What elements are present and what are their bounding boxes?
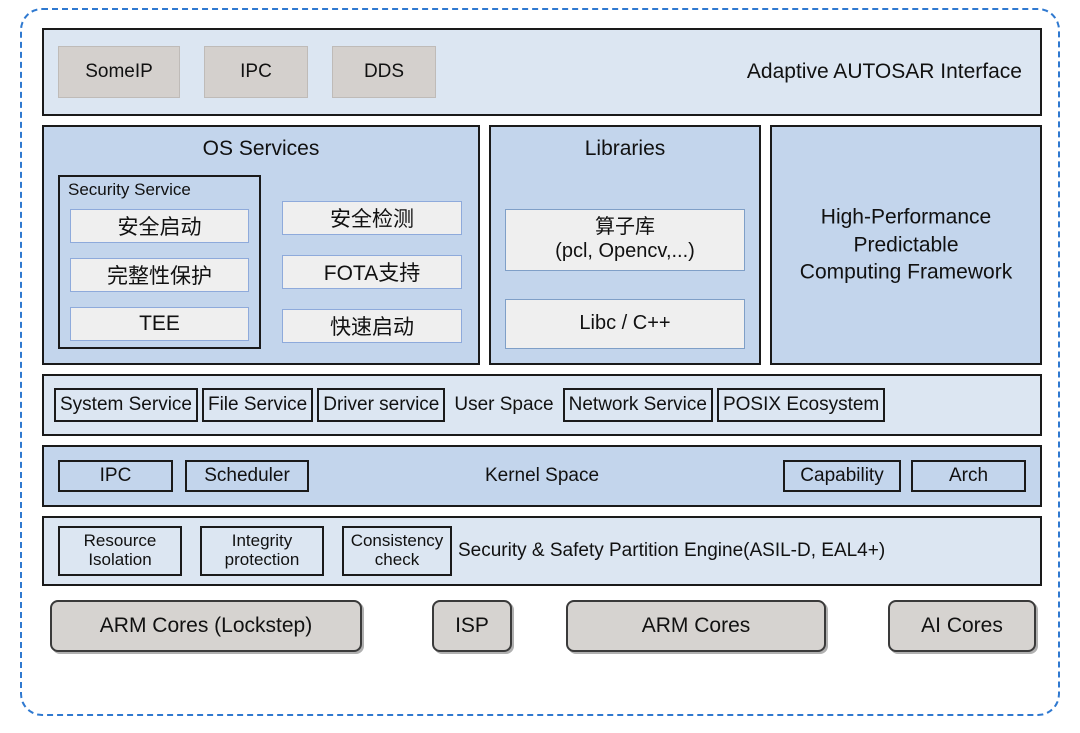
security-service-item-integrity-protection[interactable]: 完整性保护 [70, 258, 249, 292]
kernel-space-item-scheduler-label: Scheduler [204, 465, 290, 486]
user-space-item-file-service[interactable]: File Service [201, 388, 314, 422]
os-services-item-fast-boot[interactable]: 快速启动 [282, 309, 462, 343]
hardware-row: ARM Cores (Lockstep) ISP ARM Cores AI Co… [42, 597, 1042, 655]
hpc-framework-text: High-Performance Predictable Computing F… [772, 203, 1040, 286]
safety-item-resource-isolation[interactable]: Resource Isolation [58, 526, 182, 576]
security-service-item-secure-boot-label: 安全启动 [117, 216, 202, 239]
kernel-space-item-capability[interactable]: Capability [783, 460, 901, 492]
security-safety-partition-engine-band: Resource Isolation Integrity protection … [42, 516, 1042, 586]
safety-item-consistency-check-line2: check [374, 550, 420, 569]
kernel-space-item-capability-label: Capability [800, 465, 884, 486]
kernel-space-item-ipc[interactable]: IPC [58, 460, 173, 492]
libraries-heading: Libraries [584, 137, 666, 160]
os-services-item-fota-support-label: FOTA支持 [323, 262, 421, 285]
user-space-item-network-service-label: Network Service [568, 394, 707, 415]
safety-item-integrity-protection[interactable]: Integrity protection [200, 526, 324, 576]
os-services-item-fota-support[interactable]: FOTA支持 [282, 255, 462, 289]
user-space-item-network-service[interactable]: Network Service [562, 388, 713, 422]
safety-item-consistency-check-line1: Consistency [350, 531, 444, 551]
user-space-item-system-service-label: System Service [60, 394, 192, 415]
services-row: OS Services Security Service 安全启动 完整性保护 … [42, 125, 1042, 365]
user-space-item-file-service-label: File Service [207, 394, 308, 415]
user-space-item-driver-service-label: Driver service [323, 394, 440, 415]
security-service-title: Security Service [68, 180, 191, 199]
os-services-heading: OS Services [202, 137, 320, 160]
user-space-item-system-service[interactable]: System Service [54, 388, 198, 422]
user-space-item-posix-ecosystem[interactable]: POSIX Ecosystem [716, 388, 886, 422]
kernel-space-item-arch[interactable]: Arch [911, 460, 1026, 492]
os-services-item-security-detection[interactable]: 安全检测 [282, 201, 462, 235]
user-space-band: System Service File Service Driver servi… [42, 374, 1042, 436]
high-performance-computing-framework-block: High-Performance Predictable Computing F… [770, 125, 1042, 365]
kernel-space-item-scheduler[interactable]: Scheduler [185, 460, 309, 492]
hardware-item-isp-label: ISP [455, 614, 489, 637]
safety-item-integrity-protection-line1: Integrity [231, 531, 293, 551]
hardware-item-ai-cores-label: AI Cores [921, 614, 1003, 637]
libraries-item-operator-library[interactable]: 算子库 (pcl, Opencv,...) [505, 209, 745, 271]
libraries-item-operator-library-line2: (pcl, Opencv,...) [555, 240, 695, 262]
security-service-item-integrity-protection-label: 完整性保护 [107, 265, 212, 288]
kernel-space-band: IPC Scheduler Kernel Space Capability Ar… [42, 445, 1042, 507]
protocol-chip-ipc[interactable]: IPC [204, 46, 308, 98]
kernel-space-item-arch-label: Arch [948, 465, 989, 486]
hardware-item-arm-cores[interactable]: ARM Cores [566, 600, 826, 652]
os-services-block: OS Services Security Service 安全启动 完整性保护 … [42, 125, 480, 365]
safety-item-resource-isolation-line1: Resource [83, 531, 157, 551]
hardware-item-ai-cores[interactable]: AI Cores [888, 600, 1036, 652]
user-space-label: User Space [454, 394, 554, 415]
user-space-item-driver-service[interactable]: Driver service [317, 388, 446, 422]
security-service-item-list: 安全启动 完整性保护 TEE [70, 209, 249, 341]
safety-item-consistency-check[interactable]: Consistency check [342, 526, 452, 576]
user-space-item-posix-ecosystem-label: POSIX Ecosystem [722, 394, 880, 415]
hardware-item-arm-cores-label: ARM Cores [641, 614, 751, 637]
os-services-right-item-list: 安全检测 FOTA支持 快速启动 [282, 201, 462, 343]
libraries-item-libc-cpp[interactable]: Libc / C++ [505, 299, 745, 349]
adaptive-autosar-interface-title: Adaptive AUTOSAR Interface [746, 60, 1022, 83]
kernel-space-right-group: Capability Arch [783, 460, 1026, 492]
protocol-chip-ipc-label: IPC [240, 61, 272, 82]
protocol-chip-dds[interactable]: DDS [332, 46, 436, 98]
architecture-diagram-outer-boundary: SomeIP IPC DDS Adaptive AUTOSAR Interfac… [20, 8, 1060, 716]
hardware-item-arm-cores-lockstep[interactable]: ARM Cores (Lockstep) [50, 600, 362, 652]
safety-item-integrity-protection-line2: protection [224, 550, 300, 569]
security-service-group: Security Service 安全启动 完整性保护 TEE [58, 175, 261, 349]
libraries-item-list: 算子库 (pcl, Opencv,...) Libc / C++ [505, 209, 745, 349]
security-service-item-secure-boot[interactable]: 安全启动 [70, 209, 249, 243]
libraries-item-libc-cpp-label: Libc / C++ [579, 312, 671, 335]
protocol-chip-someip-label: SomeIP [85, 61, 153, 82]
os-services-item-fast-boot-label: 快速启动 [330, 316, 414, 339]
hardware-item-isp[interactable]: ISP [432, 600, 512, 652]
protocol-chip-dds-label: DDS [363, 61, 405, 82]
safety-item-resource-isolation-line2: Isolation [88, 550, 152, 569]
security-service-item-tee-label: TEE [139, 312, 180, 335]
security-safety-partition-engine-label: Security & Safety Partition Engine(ASIL-… [458, 540, 886, 561]
architecture-stack: SomeIP IPC DDS Adaptive AUTOSAR Interfac… [42, 28, 1042, 655]
hpc-framework-line3: Computing Framework [799, 260, 1013, 284]
hpc-framework-line2: Predictable [853, 233, 959, 257]
kernel-space-item-ipc-label: IPC [99, 465, 132, 486]
libraries-item-operator-library-line1: 算子库 [595, 216, 655, 239]
os-services-item-security-detection-label: 安全检测 [330, 208, 414, 231]
libraries-block: Libraries 算子库 (pcl, Opencv,...) Libc / C… [489, 125, 761, 365]
hardware-item-arm-cores-lockstep-label: ARM Cores (Lockstep) [99, 614, 313, 637]
protocol-chip-someip[interactable]: SomeIP [58, 46, 180, 98]
adaptive-autosar-interface-band: SomeIP IPC DDS Adaptive AUTOSAR Interfac… [42, 28, 1042, 116]
hpc-framework-line1: High-Performance [820, 205, 992, 229]
security-service-item-tee[interactable]: TEE [70, 307, 249, 341]
